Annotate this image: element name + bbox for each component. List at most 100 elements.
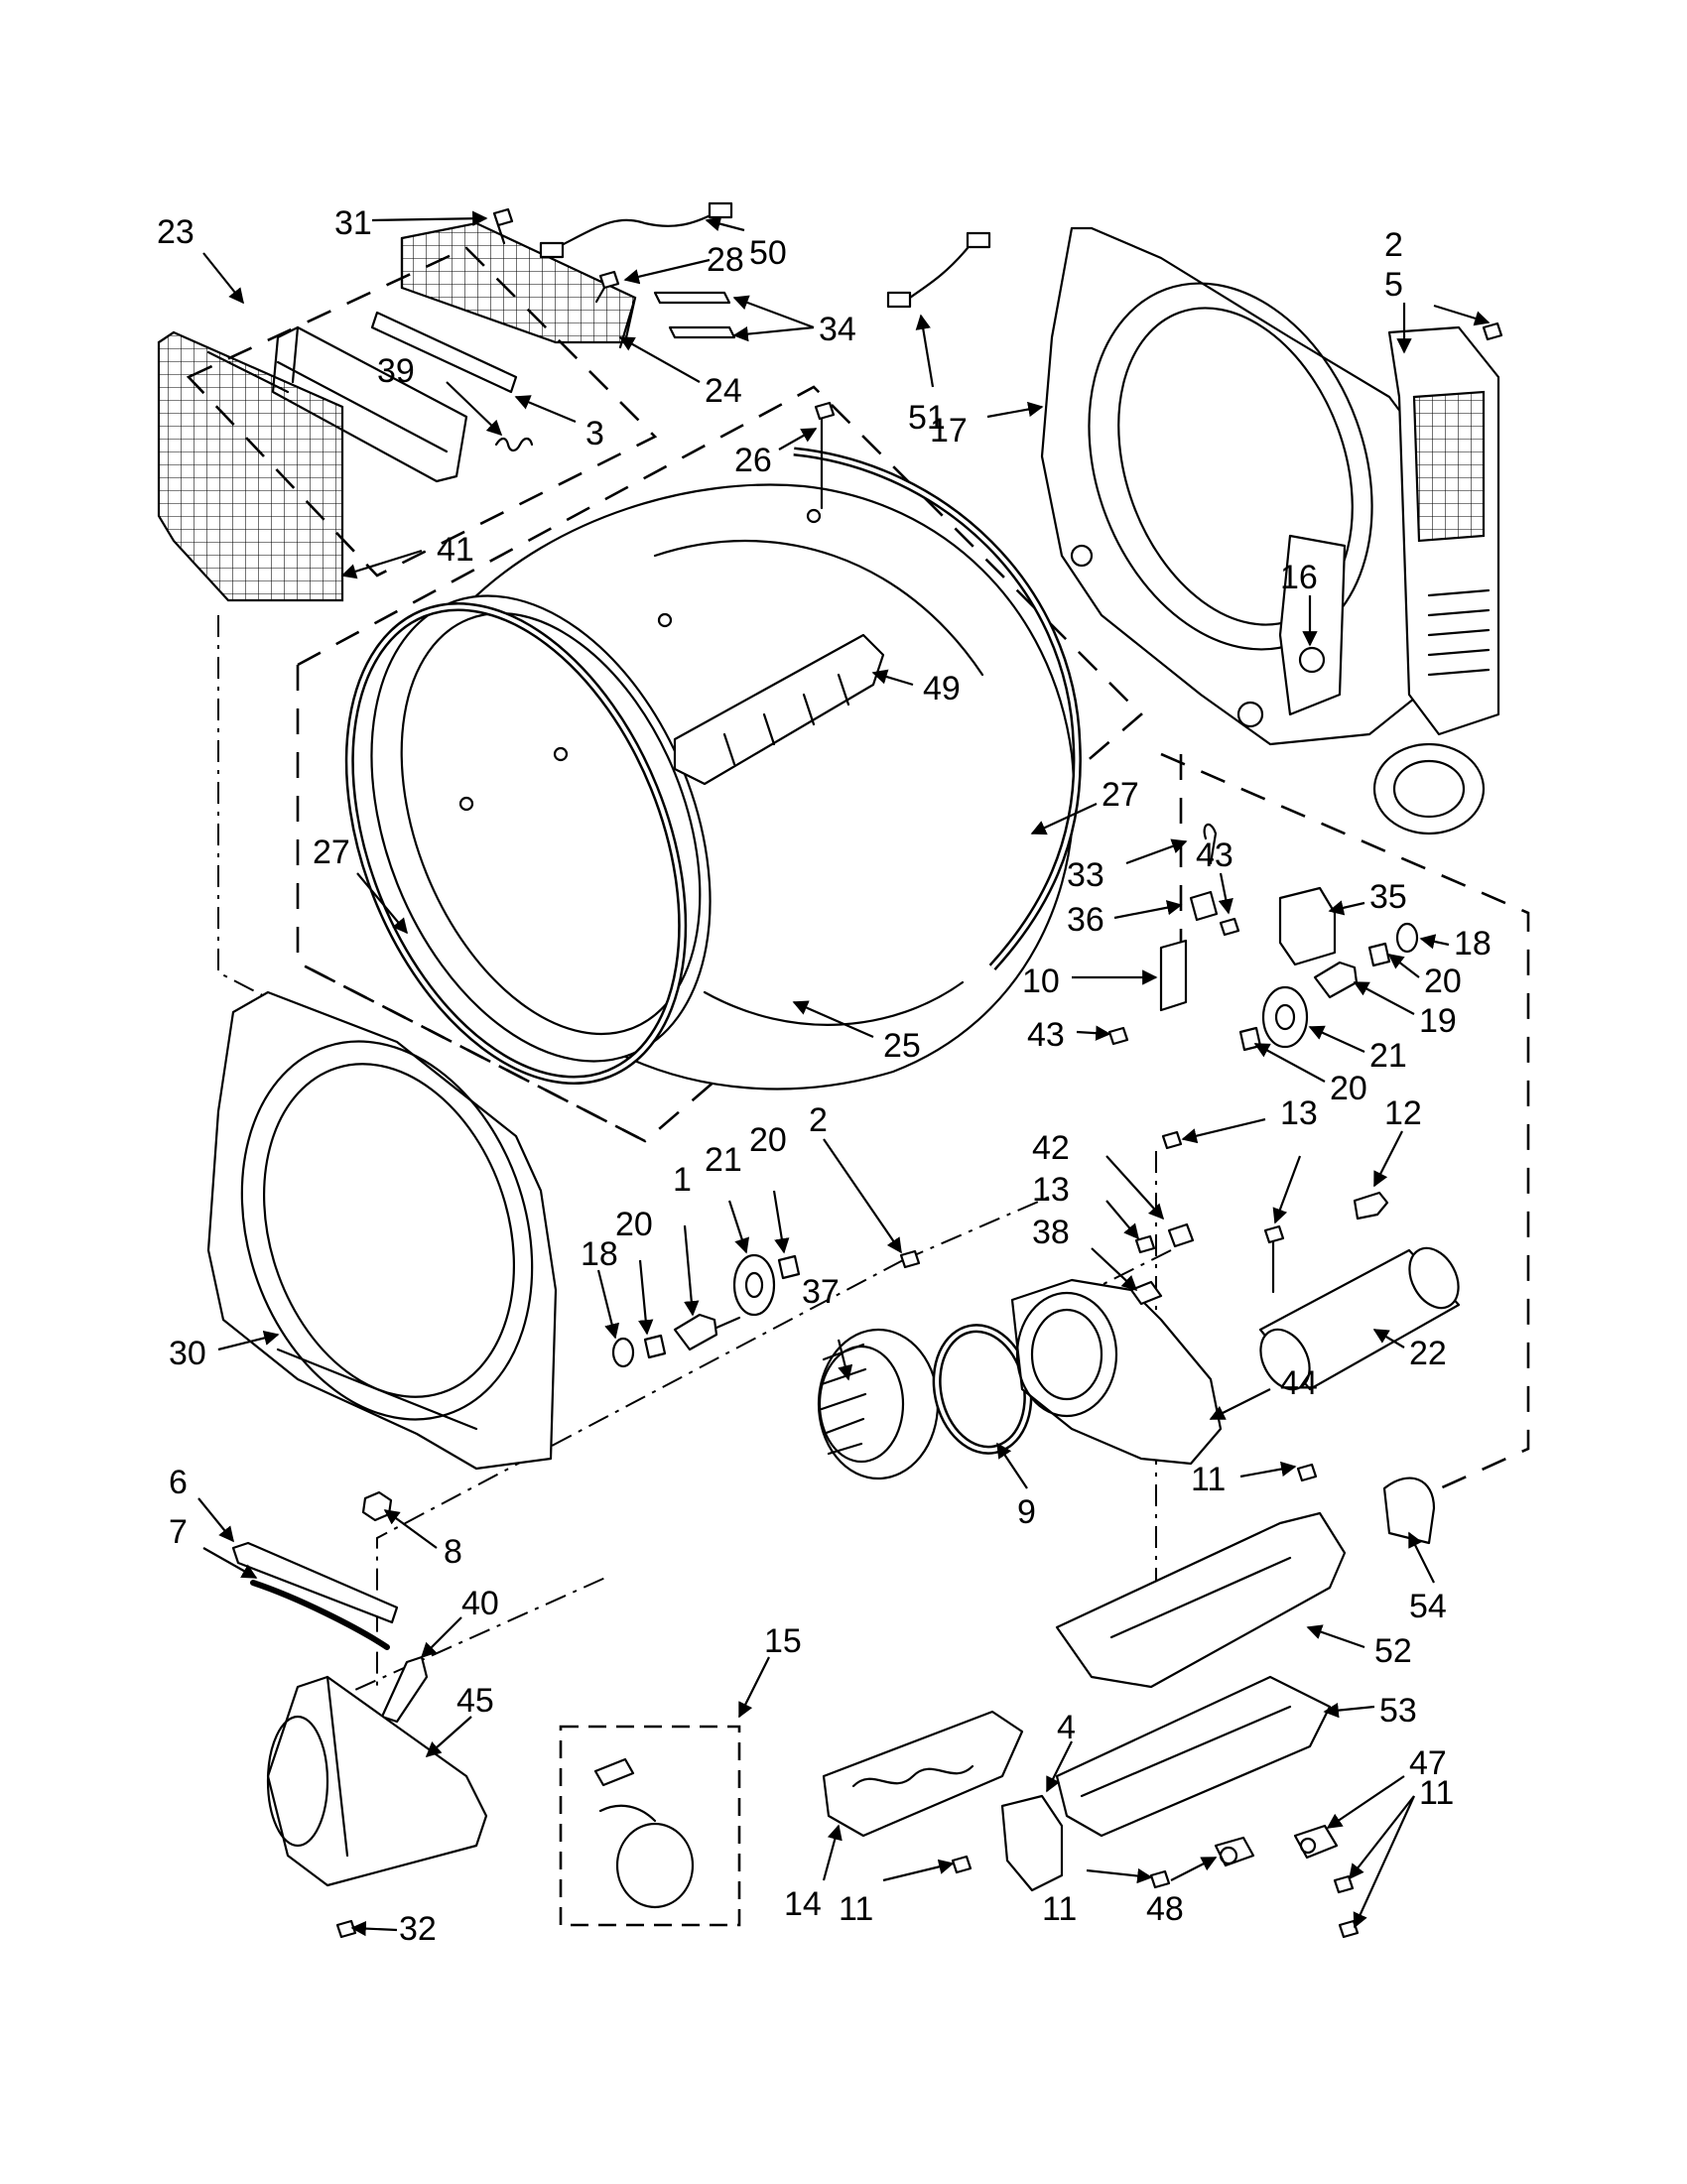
callout-18-rear: 18 <box>1454 925 1492 963</box>
callout-17: 17 <box>930 412 968 450</box>
callout-41: 41 <box>437 531 474 569</box>
callout-23: 23 <box>157 213 195 251</box>
screw-43-bottom <box>1107 1026 1129 1046</box>
heater-element-14 <box>822 1710 1024 1838</box>
callout-10: 10 <box>1022 963 1060 1000</box>
callout-33: 33 <box>1067 856 1104 894</box>
shield-54 <box>1382 1477 1436 1545</box>
spring-39 <box>494 437 534 452</box>
callout-25: 25 <box>883 1027 921 1065</box>
callout-49: 49 <box>923 670 961 707</box>
callout-14: 14 <box>784 1885 822 1923</box>
callout-52: 52 <box>1374 1632 1412 1670</box>
screw-43-top <box>1219 917 1240 937</box>
heater-housing-53 <box>1055 1675 1332 1838</box>
callout-11-c: 11 <box>839 1890 873 1928</box>
fitting-16 <box>1278 534 1347 716</box>
blower-wheel-37 <box>817 1328 940 1480</box>
callout-20-rear-b: 20 <box>1330 1070 1367 1107</box>
drum-25 <box>370 483 1076 1091</box>
callout-20-rear-a: 20 <box>1424 963 1462 1000</box>
callout-11-a: 11 <box>1191 1461 1226 1498</box>
screw-13-right <box>1263 1224 1285 1294</box>
callout-16: 16 <box>1280 559 1318 596</box>
harness-51 <box>886 231 991 309</box>
callout-8: 8 <box>444 1533 462 1571</box>
callout-13-mid: 13 <box>1032 1171 1070 1209</box>
callout-30: 30 <box>169 1335 206 1372</box>
callout-2: 2 <box>1384 226 1403 264</box>
heater-cover-52 <box>1055 1511 1347 1689</box>
screw-11-e <box>1338 1919 1360 1939</box>
baffle-49 <box>673 633 885 786</box>
callout-48: 48 <box>1146 1890 1184 1928</box>
clip-20-front-a <box>643 1334 667 1359</box>
wire-harness-50 <box>539 201 733 259</box>
callout-37: 37 <box>802 1273 840 1311</box>
front-bulkhead-30 <box>206 990 558 1471</box>
callout-21-front: 21 <box>705 1141 742 1179</box>
callout-20-front-b: 20 <box>749 1121 787 1159</box>
callout-15: 15 <box>764 1622 802 1660</box>
callout-2-mid: 2 <box>809 1101 828 1139</box>
screw-13-top <box>1161 1130 1183 1150</box>
callout-28: 28 <box>707 241 744 279</box>
callout-3: 3 <box>585 415 604 452</box>
bracket-40 <box>380 1655 429 1724</box>
thermal-fuse-48 <box>1214 1836 1255 1867</box>
rear-bulkhead-17 <box>1040 226 1436 746</box>
exhaust-duct-22 <box>1258 1246 1461 1391</box>
washer-18-front <box>611 1337 635 1368</box>
callout-11-d: 11 <box>1042 1890 1077 1928</box>
callout-13-right: 13 <box>1280 1094 1318 1132</box>
callout-39: 39 <box>377 352 415 390</box>
blower-housing-44 <box>1010 1278 1223 1466</box>
lint-screen-41 <box>157 330 344 602</box>
center-lines <box>217 615 1172 1708</box>
callout-50: 50 <box>749 234 787 272</box>
callout-43-bottom: 43 <box>1027 1016 1065 1054</box>
callout-34: 34 <box>819 311 856 348</box>
callout-26: 26 <box>734 442 772 479</box>
callout-40: 40 <box>461 1585 499 1622</box>
screw-11-a <box>1296 1463 1318 1482</box>
screw-28 <box>594 270 620 304</box>
lint-grille-24 <box>400 221 637 349</box>
screw-26 <box>814 401 836 510</box>
clip-12 <box>1353 1191 1389 1220</box>
duct-45 <box>266 1675 488 1887</box>
kit-15 <box>559 1725 741 1927</box>
callout-47: 47 <box>1409 1744 1447 1782</box>
outlet-ring <box>1372 742 1486 835</box>
screw-11-c <box>1149 1869 1171 1889</box>
seal-6 <box>231 1541 399 1624</box>
pulley-21-front <box>732 1253 776 1317</box>
callout-4: 4 <box>1057 1709 1076 1746</box>
callout-5: 5 <box>1384 266 1403 304</box>
clips-34 <box>653 291 736 339</box>
bracket-4 <box>1000 1794 1064 1892</box>
callouts: 31 50 28 34 24 3 39 23 41 26 51 17 2 5 1… <box>157 204 1492 1948</box>
callout-51: 51 <box>908 399 946 437</box>
callout-44: 44 <box>1280 1364 1318 1402</box>
shaft-1 <box>673 1313 741 1351</box>
seal-7 <box>250 1580 390 1650</box>
callout-7: 7 <box>169 1513 188 1551</box>
switch-35 <box>1278 886 1337 966</box>
callout-38: 38 <box>1032 1214 1070 1251</box>
callout-24: 24 <box>705 372 742 410</box>
callout-27-rear: 27 <box>1102 776 1139 814</box>
callout-1: 1 <box>673 1161 692 1199</box>
callout-42: 42 <box>1032 1129 1070 1167</box>
bracket-3 <box>370 311 518 394</box>
clip-42 <box>1167 1222 1195 1248</box>
screw-11-d <box>1333 1874 1355 1894</box>
callout-53: 53 <box>1379 1692 1417 1730</box>
callout-12: 12 <box>1384 1094 1422 1132</box>
clip-20-front-b <box>777 1254 801 1280</box>
sensor-36 <box>1189 890 1219 922</box>
callout-27-front: 27 <box>313 834 350 871</box>
shaft-19 <box>1313 961 1359 999</box>
clip-33 <box>1203 823 1218 865</box>
